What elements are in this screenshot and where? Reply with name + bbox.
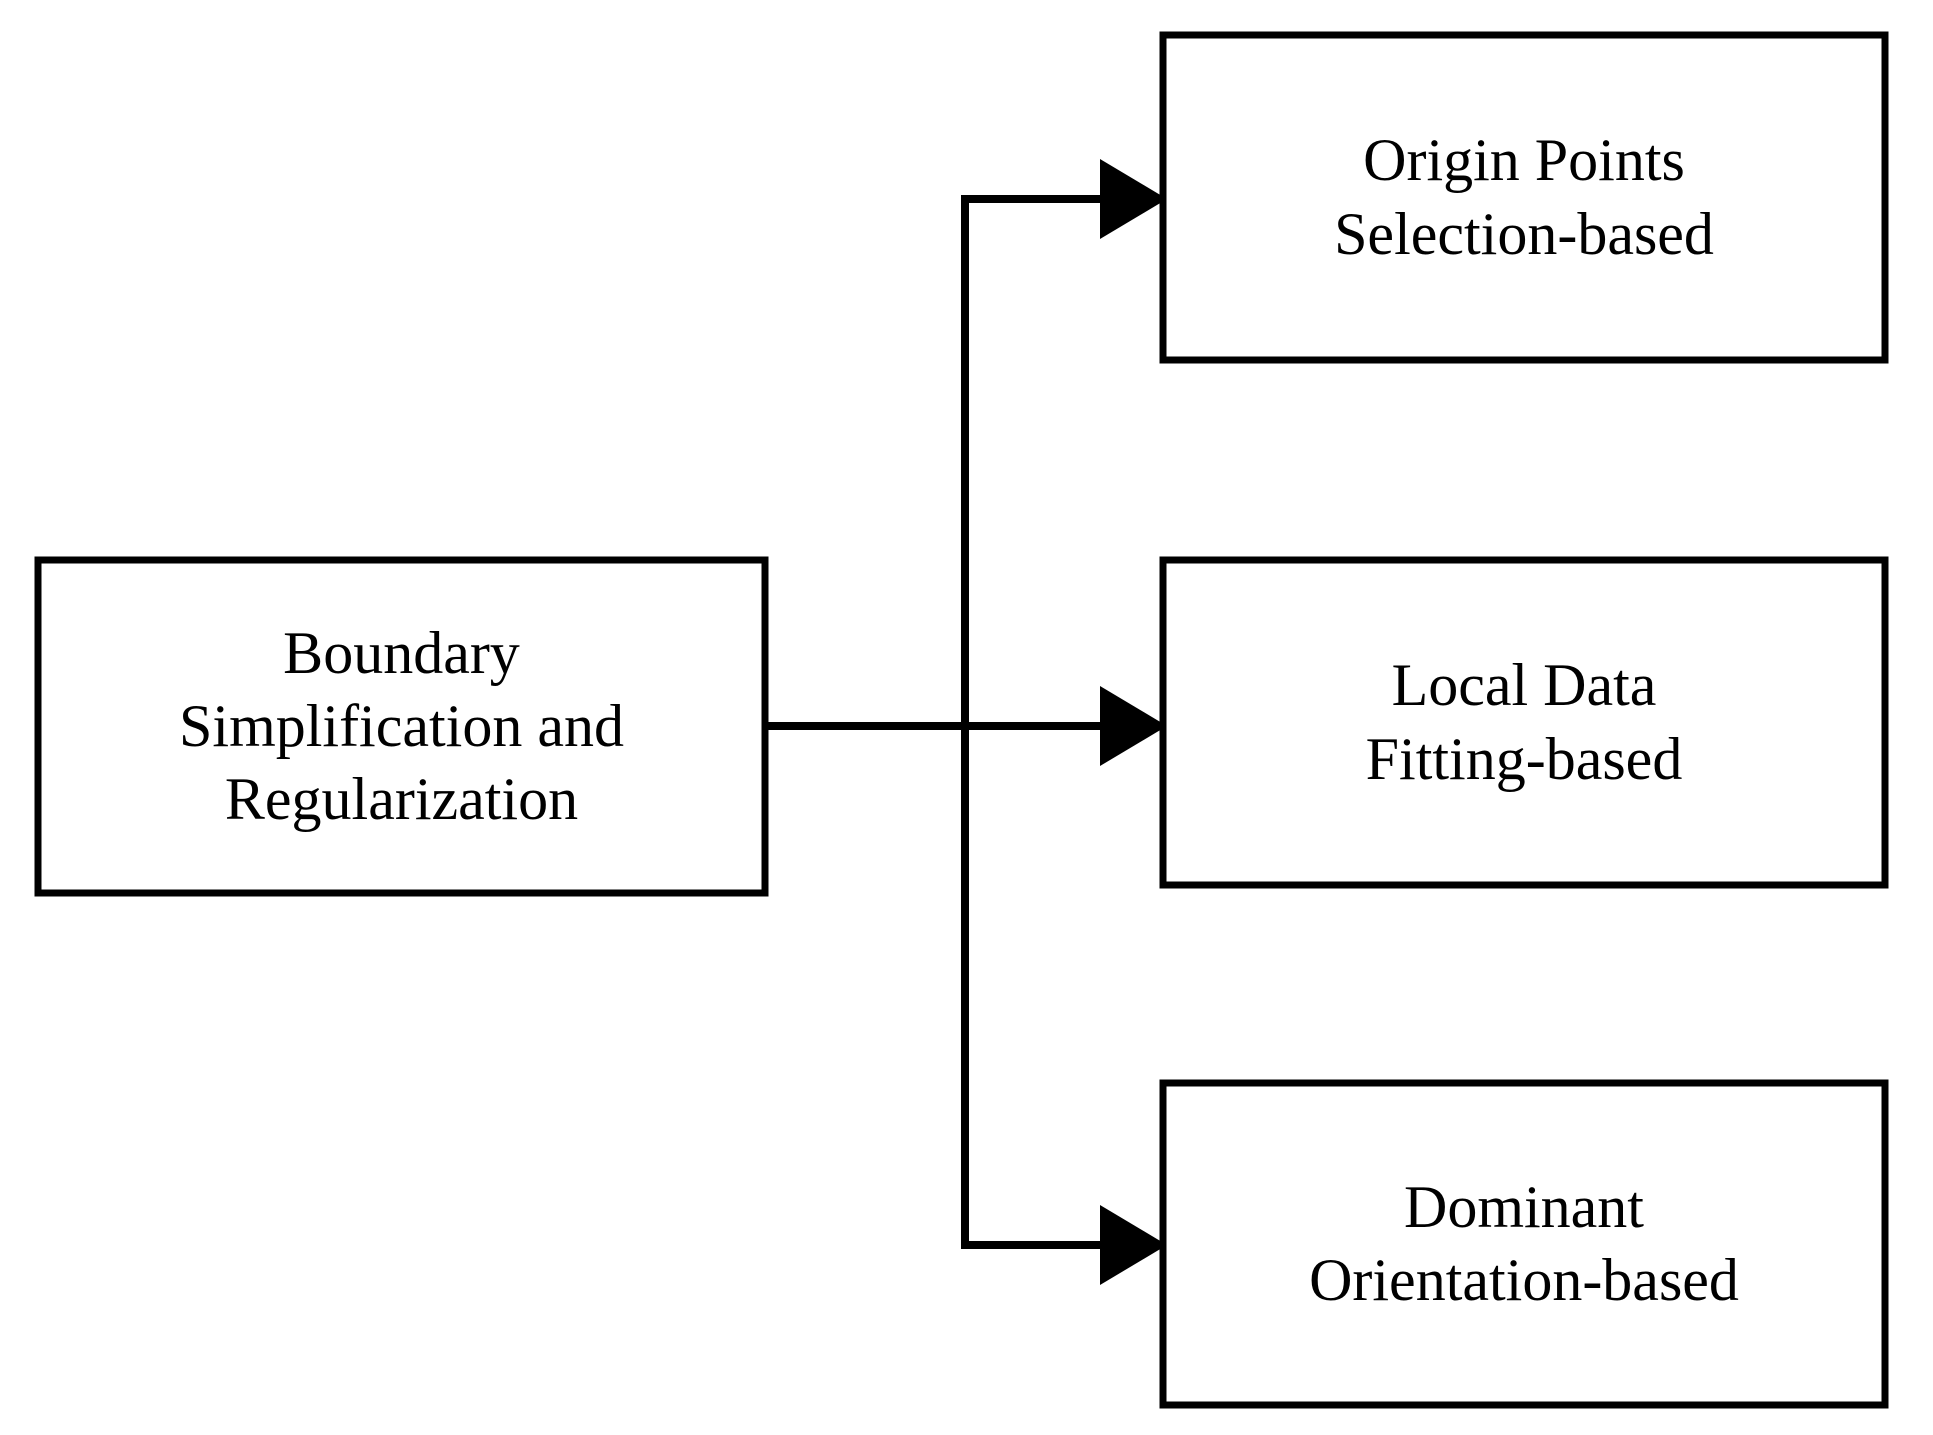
- node-group: [34, 31, 1889, 1409]
- node-box-branch-2[interactable]: [1159, 556, 1889, 889]
- arrowhead-branch-1: [1100, 159, 1167, 239]
- node-box-branch-3[interactable]: [1159, 1079, 1889, 1409]
- node-box-root[interactable]: [34, 556, 769, 897]
- arrowhead-branch-3: [1100, 1205, 1167, 1285]
- arrowhead-branch-2: [1100, 686, 1167, 766]
- node-box-branch-1[interactable]: [1159, 31, 1889, 364]
- edge-group: [765, 159, 1167, 1285]
